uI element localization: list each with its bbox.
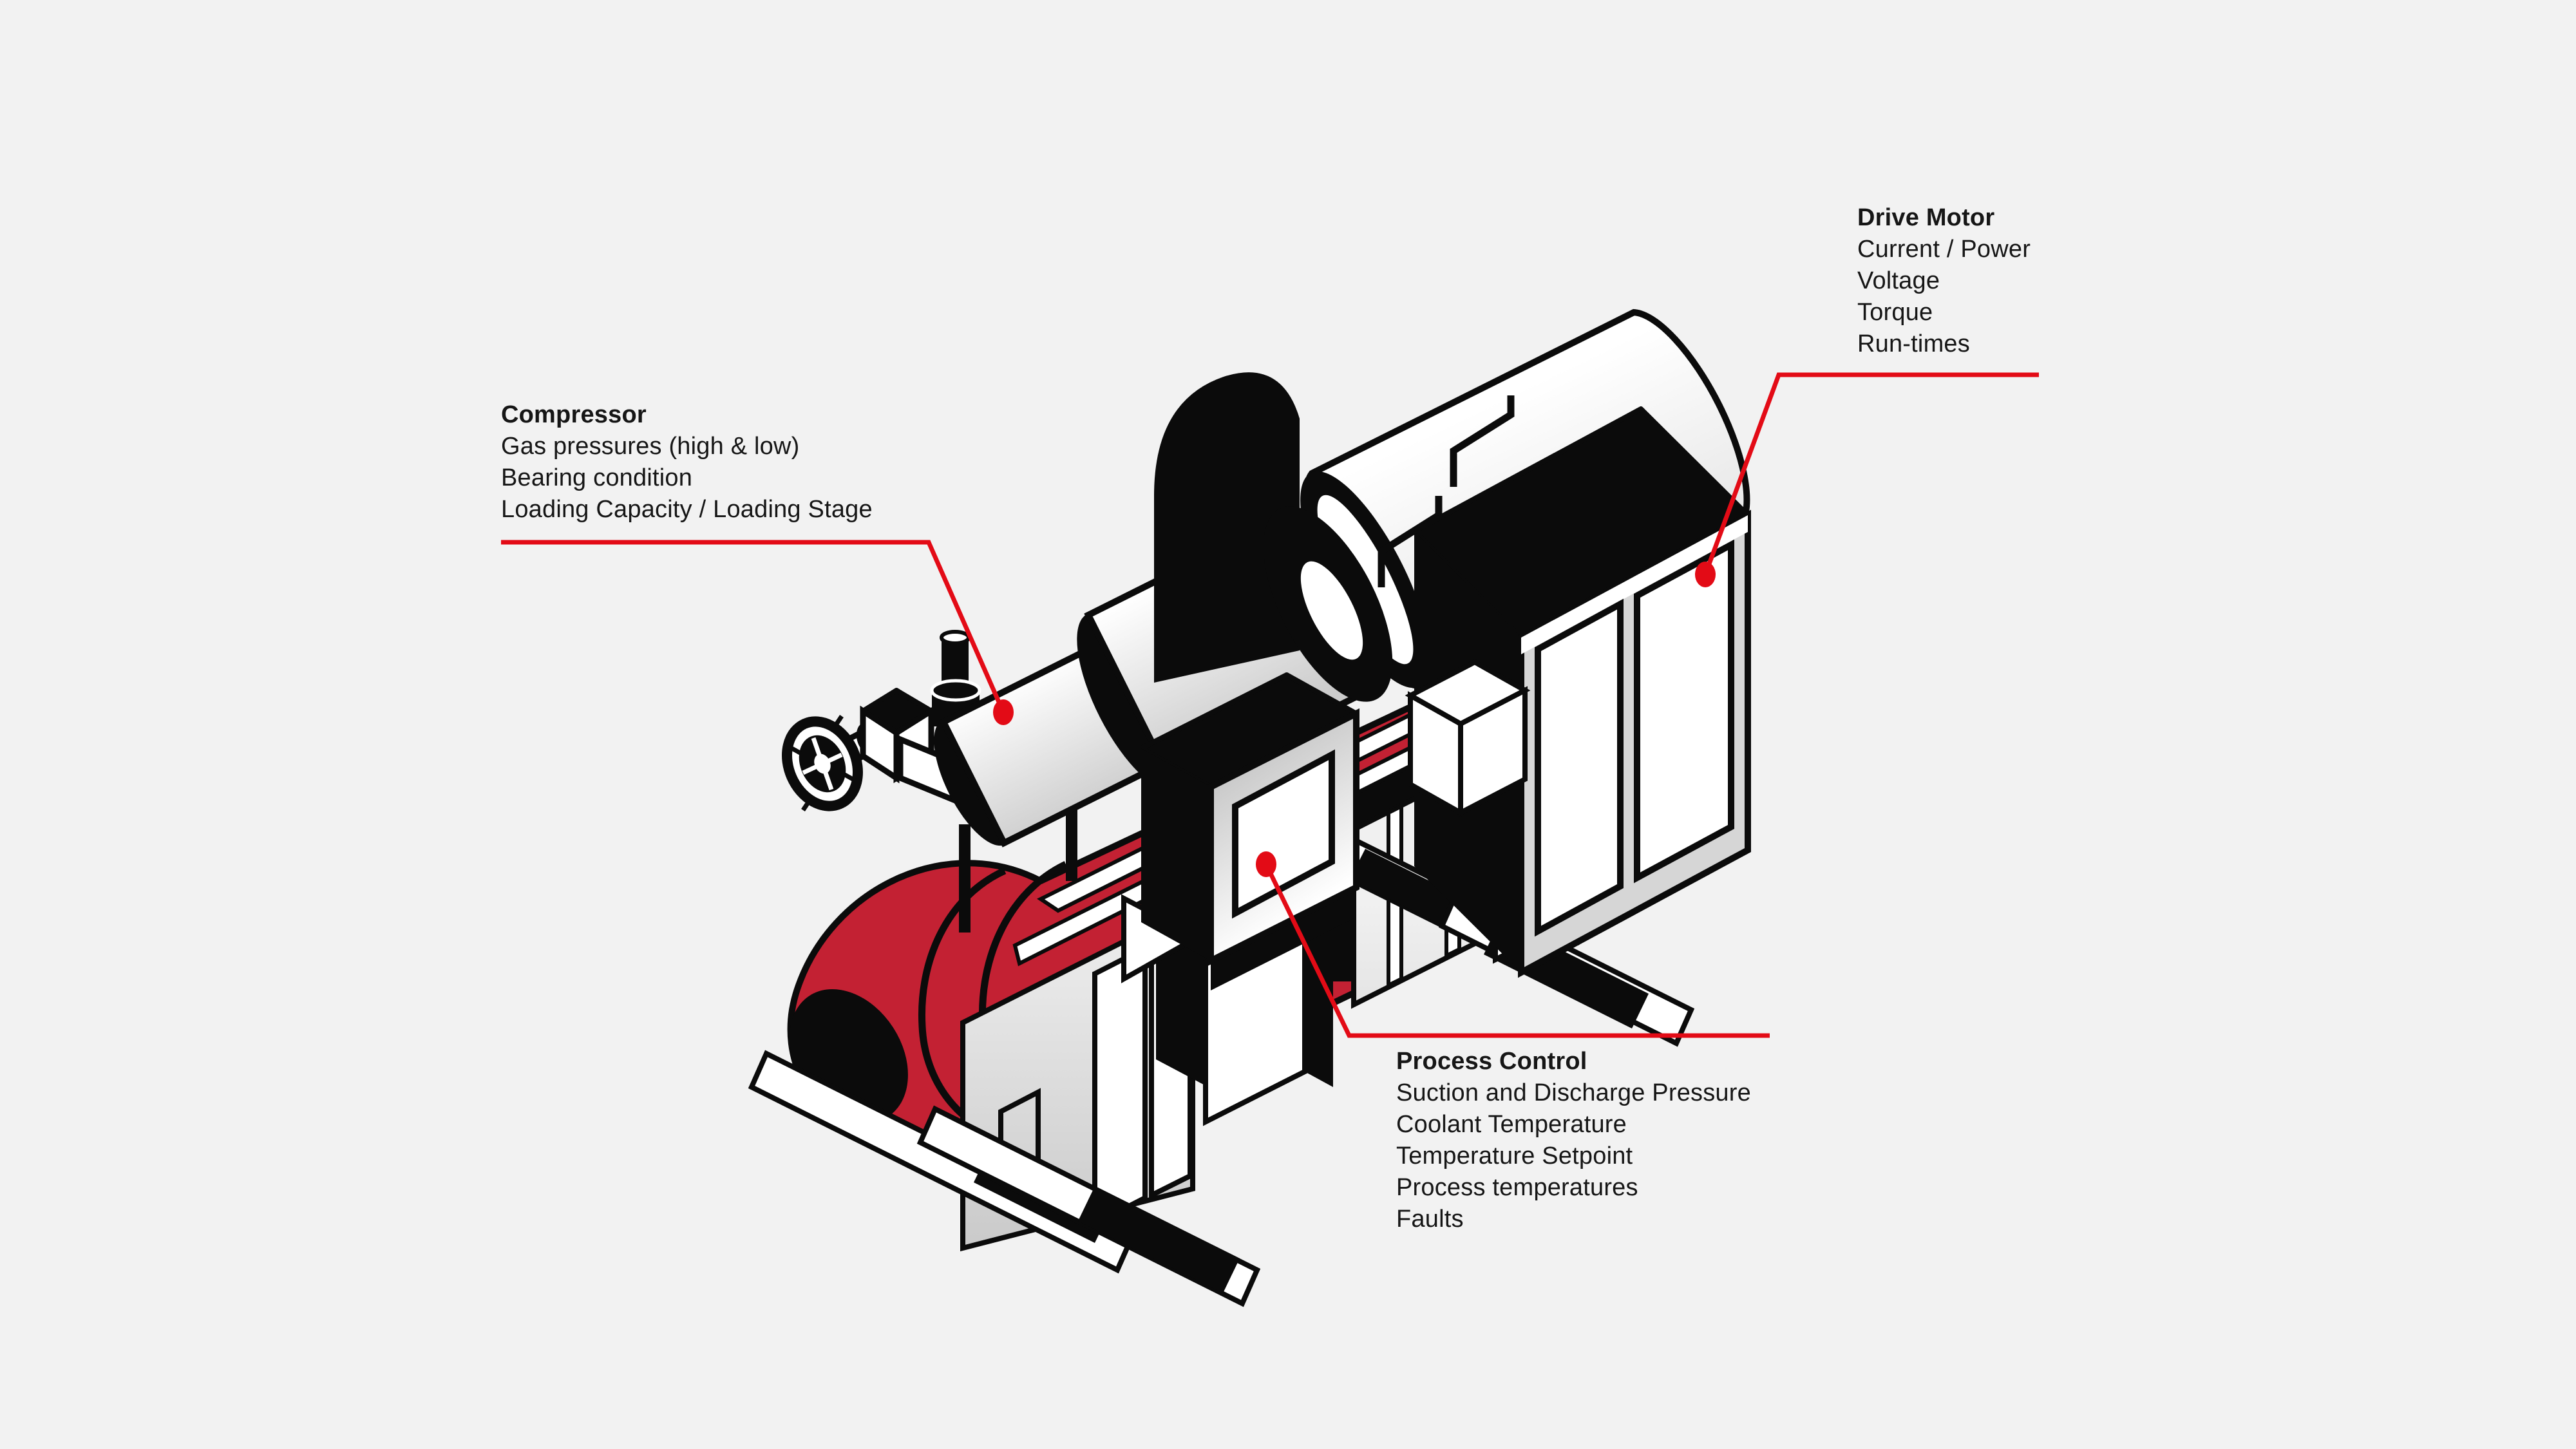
- process-control-item: Process temperatures: [1396, 1174, 1638, 1201]
- pipe-stub: [930, 630, 981, 726]
- cabinet-door-right: [1634, 539, 1734, 884]
- process-control-label: Process Control Suction and Discharge Pr…: [1396, 1046, 1751, 1235]
- drive-motor-item: Current / Power: [1857, 236, 2031, 263]
- compressor-title: Compressor: [501, 401, 647, 428]
- process-control-dot: [1256, 851, 1276, 877]
- drive-motor-item: Run-times: [1857, 330, 1970, 357]
- process-control-title: Process Control: [1396, 1048, 1587, 1075]
- leader-process-control: [1264, 863, 1770, 1038]
- control-panel: [1121, 672, 1359, 1126]
- motor-vent-mark: [1450, 395, 1515, 487]
- drive-motor-label: Drive Motor Current / Power Voltage Torq…: [1857, 202, 2031, 360]
- leader-compressor: [501, 540, 1006, 714]
- compressor-label: Compressor Gas pressures (high & low) Be…: [501, 399, 873, 526]
- compressor-item: Loading Capacity / Loading Stage: [501, 496, 873, 523]
- process-control-item: Coolant Temperature: [1396, 1111, 1627, 1138]
- compressor-item: Bearing condition: [501, 464, 693, 491]
- drive-motor-title: Drive Motor: [1857, 204, 1995, 231]
- motor-vent-mark: [1378, 496, 1443, 587]
- process-control-item: Suction and Discharge Pressure: [1396, 1079, 1751, 1106]
- process-control-item: Temperature Setpoint: [1396, 1142, 1633, 1170]
- suction-hood: [1154, 372, 1300, 683]
- handwheel-valve: [782, 688, 972, 811]
- cabinet-door-left: [1535, 598, 1624, 937]
- drive-motor-dot: [1695, 562, 1716, 587]
- process-control-item: Faults: [1396, 1206, 1464, 1233]
- drive-motor-item: Voltage: [1857, 267, 1940, 294]
- drive-motor-item: Torque: [1857, 299, 1933, 326]
- compressor-item: Gas pressures (high & low): [501, 433, 800, 460]
- junction-box: [1405, 659, 1531, 817]
- electrical-cabinet: [1405, 406, 1751, 978]
- compressor-dot: [993, 699, 1014, 725]
- leader-drive-motor: [1703, 372, 2039, 576]
